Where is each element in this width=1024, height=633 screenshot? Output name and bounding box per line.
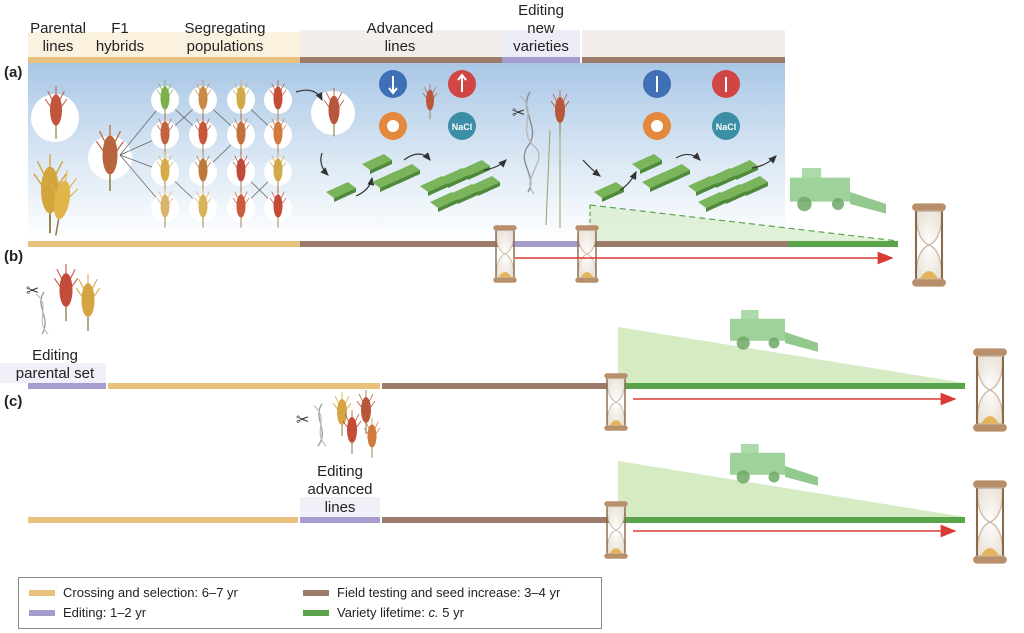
legend-text-field: Field testing and seed increase: 3–4 yr bbox=[337, 585, 561, 600]
hourglass-icon-c1 bbox=[603, 500, 629, 560]
timeline-c-variety bbox=[618, 517, 965, 523]
timeline-a-variety bbox=[788, 241, 898, 247]
panel-label-b: (b) bbox=[4, 248, 24, 265]
legend-variety-italic: c. bbox=[428, 605, 439, 620]
header-f1-hybrids: F1 hybrids bbox=[92, 20, 148, 56]
header-parental-lines-line2: lines bbox=[42, 38, 74, 55]
hourglass-icon-a3 bbox=[911, 202, 947, 288]
header-advanced-line1: Advanced bbox=[366, 20, 434, 37]
label-editing-parental-line2: parental set bbox=[15, 365, 95, 382]
advanced-lines-illustration bbox=[295, 83, 507, 212]
header-segregating-line2: populations bbox=[186, 38, 264, 55]
panel-label-c: (c) bbox=[4, 393, 23, 410]
timeline-a-crossing bbox=[28, 241, 300, 247]
header-bar-editing bbox=[502, 57, 580, 63]
harvester-icon-b bbox=[730, 310, 818, 352]
harvester-icon-a bbox=[790, 168, 886, 214]
segregating-plants bbox=[151, 79, 292, 229]
heat-icon bbox=[448, 70, 476, 98]
timeline-c-crossing bbox=[28, 517, 298, 523]
salt-icon: NaCl bbox=[448, 112, 476, 140]
drought-cold-icon bbox=[379, 70, 407, 98]
timeline-b-variety bbox=[618, 383, 965, 389]
label-editing-advanced-line1: Editing bbox=[317, 463, 363, 480]
legend-text-variety: Variety lifetime: c. 5 yr bbox=[337, 604, 464, 622]
label-editing-parental-line1: Editing bbox=[32, 347, 78, 364]
header-segregating-line1: Segregating bbox=[184, 20, 266, 37]
legend-swatch-field bbox=[303, 590, 329, 596]
hourglass-icon-a1 bbox=[492, 224, 518, 284]
pathogen-icon bbox=[379, 112, 407, 140]
scissors-icon: ✂ bbox=[512, 103, 525, 122]
legend: Crossing and selection: 6–7 yr Editing: … bbox=[18, 577, 602, 629]
dna-scissors-illustration-a: ✂ bbox=[512, 89, 570, 228]
header-editing-line1: Editing bbox=[518, 2, 564, 19]
header-advanced-lines: Advanced lines bbox=[350, 20, 450, 56]
timeline-a-field-2 bbox=[582, 241, 788, 247]
legend-swatch-variety bbox=[303, 610, 329, 616]
timeline-b-field bbox=[382, 383, 618, 389]
salt-label-2: NaCl bbox=[716, 122, 737, 132]
harvester-icon-c bbox=[730, 444, 818, 486]
timeline-c-editing bbox=[300, 517, 380, 523]
panel-label-a: (a) bbox=[4, 64, 23, 81]
header-parental-lines: Parental lines bbox=[28, 20, 88, 56]
label-editing-advanced-line3: lines bbox=[324, 499, 356, 516]
label-editing-advanced-line2: advanced bbox=[307, 481, 373, 498]
hourglass-icon-b1 bbox=[603, 372, 629, 432]
header-parental-lines-line1: Parental bbox=[30, 20, 86, 37]
label-editing-advanced-lines: Editing advanced lines bbox=[296, 463, 384, 517]
stress-icons-1: NaCl bbox=[379, 70, 476, 140]
timeline-b-crossing bbox=[108, 383, 380, 389]
header-segregating-populations: Segregating populations bbox=[170, 20, 280, 56]
header-editing-line3: varieties bbox=[513, 38, 569, 55]
parental-wheat-illustration bbox=[31, 85, 132, 239]
advanced-editing-illustration: ✂ bbox=[296, 389, 381, 459]
header-bar-field-1 bbox=[300, 57, 502, 63]
header-editing-new-varieties: Editing new varieties bbox=[502, 2, 580, 56]
hourglass-icon-c2 bbox=[972, 479, 1008, 565]
stress-icons-2: NaCl bbox=[643, 70, 740, 140]
label-editing-parental-set: Editing parental set bbox=[2, 347, 108, 383]
hourglass-icon-a2 bbox=[574, 224, 600, 284]
header-f1-line1: F1 bbox=[111, 20, 129, 37]
header-bar-field-2 bbox=[582, 57, 785, 63]
salt-label: NaCl bbox=[452, 122, 473, 132]
legend-text-crossing: Crossing and selection: 6–7 yr bbox=[63, 585, 238, 600]
header-bar-crossing bbox=[28, 57, 300, 63]
field-plots-2 bbox=[582, 152, 777, 212]
header-advanced-line2: lines bbox=[384, 38, 416, 55]
header-editing-line2: new bbox=[527, 20, 555, 37]
legend-swatch-editing bbox=[29, 610, 55, 616]
legend-text-editing: Editing: 1–2 yr bbox=[63, 605, 147, 620]
timeline-a-field-1 bbox=[300, 241, 502, 247]
timeline-c-field bbox=[382, 517, 618, 523]
parental-editing-illustration: ✂ bbox=[26, 263, 101, 335]
legend-variety-prefix: Variety lifetime: bbox=[337, 605, 429, 620]
legend-swatch-crossing bbox=[29, 590, 55, 596]
timeline-b-editing bbox=[28, 383, 106, 389]
hourglass-icon-b2 bbox=[972, 347, 1008, 433]
scissors-icon-c: ✂ bbox=[296, 410, 309, 429]
scissors-icon-b: ✂ bbox=[26, 281, 39, 300]
timeline-a-editing bbox=[502, 241, 580, 247]
header-f1-line2: hybrids bbox=[95, 38, 145, 55]
legend-variety-suffix: 5 yr bbox=[438, 605, 464, 620]
